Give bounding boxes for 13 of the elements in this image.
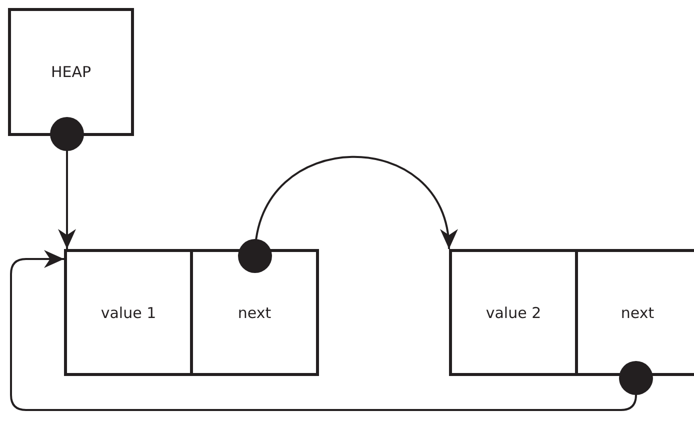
- cell-label: next: [238, 304, 272, 322]
- cell-label: HEAP: [50, 63, 92, 81]
- value-cell: [64, 249, 193, 376]
- pointer-arrow: [238, 156, 456, 273]
- pointer-arrow: [50, 117, 84, 249]
- memory-box: [8, 8, 134, 136]
- value-cell: [449, 249, 578, 376]
- cell-label: next: [620, 304, 654, 322]
- cell-label: value 2: [486, 304, 542, 322]
- pointer-arrow: [10, 250, 653, 411]
- cell-label: value 1: [100, 304, 156, 322]
- pointer-cell: [190, 249, 319, 376]
- pointer-cell: [575, 249, 694, 376]
